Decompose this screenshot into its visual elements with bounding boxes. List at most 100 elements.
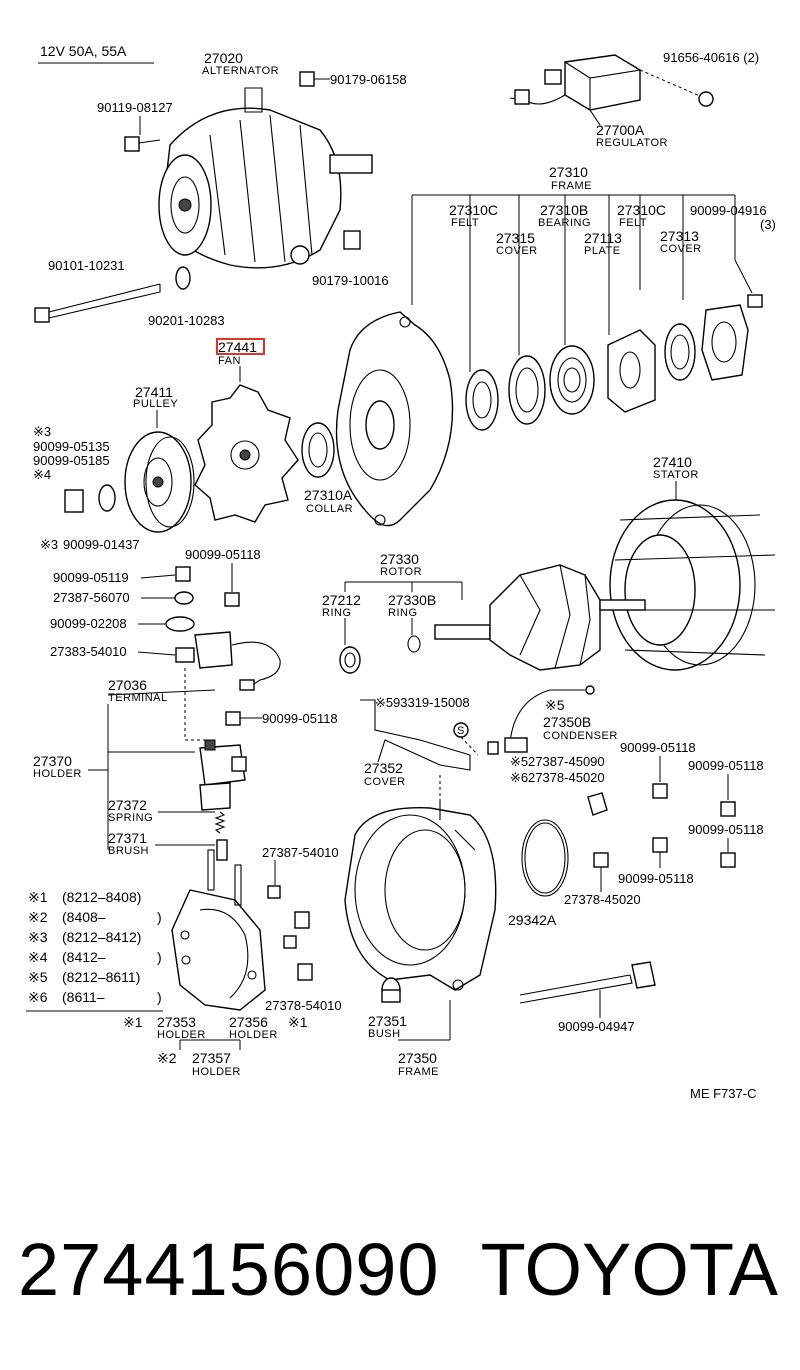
ring-27212-number: 27212 <box>322 592 361 608</box>
bolt-90101-10231-label: 90101-10231 <box>48 258 125 273</box>
regulator-number: 27700A <box>596 122 645 138</box>
plate-27113-number: 27113 <box>584 230 622 246</box>
bolt-90099-04916-qty: (3) <box>760 217 776 232</box>
nut-r4-label: 90099-05118 <box>618 871 694 886</box>
drive-end-frame-drawing <box>335 311 454 527</box>
bush-27378-45020-small-icon <box>593 852 609 868</box>
pulley-27411-drawing <box>124 431 195 533</box>
stator-number: 27410 <box>653 454 692 470</box>
bush-27387-45090-label: 27387-45090 <box>528 754 605 769</box>
nut-90099-05119-icon <box>175 566 191 582</box>
bush-27378-45020-b-label: 27378-45020 <box>564 892 641 907</box>
nut-90099-05135-label: 90099-05135 <box>33 439 110 454</box>
holder-27356-name: HOLDER <box>229 1029 278 1041</box>
nut-90179-06158-icon <box>299 71 315 87</box>
cover-27315-name: COVER <box>496 245 538 257</box>
cover-27352-drawing <box>360 699 471 771</box>
bush-27383-54010-label: 27383-54010 <box>50 644 127 659</box>
bush-27378-45020-icon <box>587 792 608 816</box>
nut-r3-icon <box>720 852 736 868</box>
felt-27310c-2-name: FELT <box>619 217 647 229</box>
svg-text:): ) <box>157 949 162 965</box>
svg-text:): ) <box>157 989 162 1005</box>
rectifier-holder-drawing <box>171 849 266 1011</box>
screw-91656-40616-icon <box>698 91 714 107</box>
felt-27310c-number: 27310C <box>449 202 498 218</box>
brush-27371-icon <box>216 839 228 861</box>
holder-27356-mark: ※1 <box>288 1014 308 1030</box>
legend-6-mark: ※6 <box>28 989 48 1005</box>
ring-27330b-name: RING <box>388 607 418 619</box>
legend-5-range: (8212–8611) <box>62 969 140 985</box>
collar-number: 27310A <box>304 487 353 503</box>
terminal-number: 27036 <box>108 677 147 693</box>
holder-27357-number: 27357 <box>192 1050 231 1066</box>
condenser-name: CONDENSER <box>543 730 618 742</box>
bush-27351-number: 27351 <box>368 1013 407 1029</box>
legend-4-mark: ※4 <box>28 949 48 965</box>
brush-name: BRUSH <box>108 845 149 857</box>
bearing-27310b-icon <box>549 345 595 415</box>
holder-27370-number: 27370 <box>33 753 72 769</box>
pulley-nut-icon <box>64 489 84 513</box>
felt-ring-1-icon <box>465 369 499 431</box>
felt-27310c-name: FELT <box>451 217 479 229</box>
oring-29342a-icon <box>521 819 569 897</box>
legend-1-range: (8212–8408) <box>62 889 141 905</box>
fan-name: FAN <box>218 355 241 367</box>
regulator-drawing <box>509 54 641 126</box>
nut-r3-label: 90099-05118 <box>688 822 764 837</box>
bush-27351-name: BUSH <box>368 1028 401 1040</box>
bush-small-1-icon <box>294 911 310 929</box>
condenser-27350b-drawing <box>487 685 595 755</box>
fan-27441-drawing <box>194 384 299 523</box>
holder-27353-number: 27353 <box>157 1014 196 1030</box>
highlight-box <box>216 338 265 355</box>
nut-r2-icon <box>720 801 736 817</box>
washer-90099-02208-label: 90099-02208 <box>50 616 127 631</box>
bush-27378-45020-mark: ※6 <box>510 770 528 785</box>
legend-3-mark: ※3 <box>28 929 48 945</box>
stator-name: STATOR <box>653 469 699 481</box>
alternator-number: 27020 <box>204 50 243 66</box>
nut-90099-05118-top-label: 90099-05118 <box>185 547 261 562</box>
holder-27353-mark: ※1 <box>123 1014 143 1030</box>
bush-27378-54010-label: 27378-54010 <box>265 998 342 1013</box>
nut-r2-label: 90099-05118 <box>688 758 764 773</box>
holder-27356-number: 27356 <box>229 1014 268 1030</box>
brush-holder-27370-drawing <box>199 739 247 811</box>
cover-27315-icon <box>508 355 546 425</box>
washer-90201-10283-icon <box>175 266 191 290</box>
nut-90099-05118-mid-icon <box>225 711 241 726</box>
legend-2-mark: ※2 <box>28 909 48 925</box>
washer-90099-01437-label: 90099-01437 <box>63 537 140 552</box>
spring-27372-icon <box>214 811 226 834</box>
bush-small-2-icon <box>283 935 297 949</box>
holder-27370-name: HOLDER <box>33 768 82 780</box>
pulley-number: 27411 <box>135 384 173 400</box>
nut-90179-10016-label: 90179-10016 <box>312 273 389 288</box>
spring-number: 27372 <box>108 797 147 813</box>
terminal-name: TERMINAL <box>108 692 168 704</box>
holder-27357-name: HOLDER <box>192 1066 241 1078</box>
screw-91656-40616-label: 91656-40616 (2) <box>663 50 759 65</box>
frame-27350-number: 27350 <box>398 1050 437 1066</box>
ring-27212-name: RING <box>322 607 352 619</box>
bush-27387-54010-label: 27387-54010 <box>262 845 339 860</box>
cover-27313-icon <box>701 304 749 381</box>
washer-90201-10283-label: 90201-10283 <box>148 313 225 328</box>
svg-text:): ) <box>157 909 162 925</box>
long-bolt-icon <box>34 283 161 323</box>
legend-4-range: (8412– <box>62 949 106 965</box>
pulley-name: PULLEY <box>133 398 178 410</box>
svg-text:S: S <box>457 725 465 737</box>
mark-3-washer: ※3 <box>40 537 58 552</box>
nut-r1-label: 90099-05118 <box>620 740 696 755</box>
frame-27350-name: FRAME <box>398 1066 439 1078</box>
bolt-90119-08127-label: 90119-08127 <box>97 100 173 115</box>
footer-part-number: 2744156090 <box>18 1228 440 1311</box>
diagram-code: ME F737-C <box>690 1086 756 1101</box>
frame-27310-name: FRAME <box>551 180 592 192</box>
plate-27113-name: PLATE <box>584 245 621 257</box>
legend-2-range: (8408– <box>62 909 106 925</box>
